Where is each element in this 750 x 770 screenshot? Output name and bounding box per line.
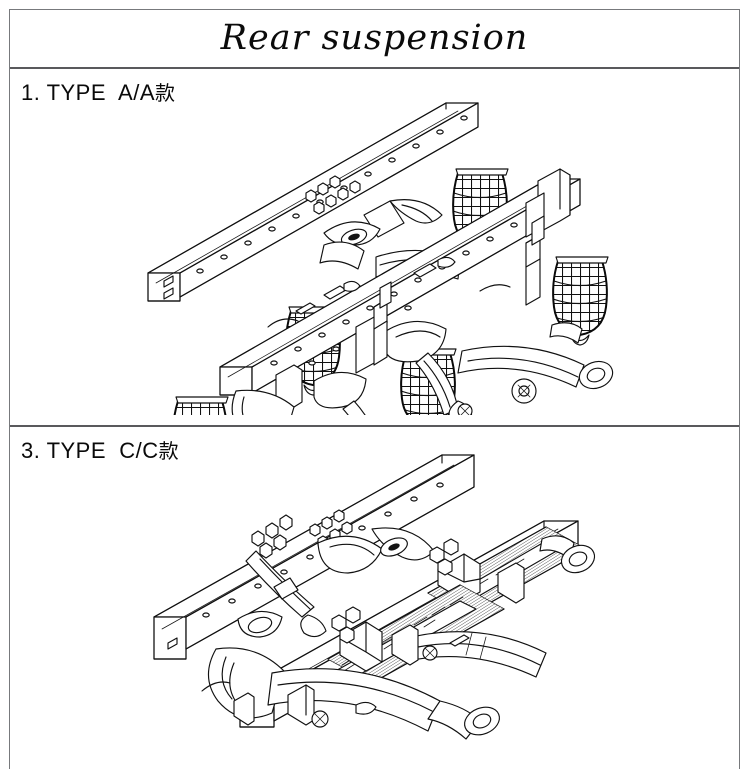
section-label-type-a-latin: 1. TYPE A/A xyxy=(21,80,155,105)
hub-assembly xyxy=(511,378,537,404)
axle-tube-rear xyxy=(457,322,614,390)
section-label-type-c: 3. TYPE C/C款 xyxy=(21,435,179,464)
section-label-type-c-cjk: 款 xyxy=(158,439,180,463)
spring-seat-front xyxy=(331,606,383,672)
page-title: Rear suspension xyxy=(220,18,529,58)
section-type-c: 3. TYPE C/C款 xyxy=(10,425,739,770)
axle-tube-rear xyxy=(407,631,547,678)
frame-rail-left xyxy=(147,102,479,302)
sheet-frame: Rear suspension 1. TYPE A/A款 xyxy=(9,9,740,769)
section-divider xyxy=(10,425,739,427)
torque-rod-assembly xyxy=(237,514,435,638)
spring-hanger-bracket xyxy=(233,562,525,726)
section-type-a: 1. TYPE A/A款 xyxy=(10,67,739,425)
linkage-details xyxy=(267,256,511,328)
trailing-arm-assembly xyxy=(313,320,473,415)
frame-rail-right xyxy=(219,178,581,396)
hardware-details xyxy=(201,634,470,728)
section-label-type-c-latin: 3. TYPE C/C xyxy=(21,438,159,463)
axle-housing-front xyxy=(207,647,500,740)
section-label-type-a: 1. TYPE A/A款 xyxy=(21,77,176,106)
section-label-type-a-cjk: 款 xyxy=(155,81,176,105)
shock-absorber xyxy=(373,215,545,366)
frame-rail-left xyxy=(153,454,475,660)
header-divider xyxy=(10,67,739,69)
spring-seat-rear xyxy=(429,535,596,602)
drawing-type-a xyxy=(147,102,648,415)
title-row: Rear suspension xyxy=(10,10,739,67)
axle-housing-front xyxy=(231,389,295,415)
bolt-cluster-upper xyxy=(305,175,361,215)
torque-rod-assembly-rear xyxy=(323,199,443,246)
drawing-type-c xyxy=(153,454,596,740)
